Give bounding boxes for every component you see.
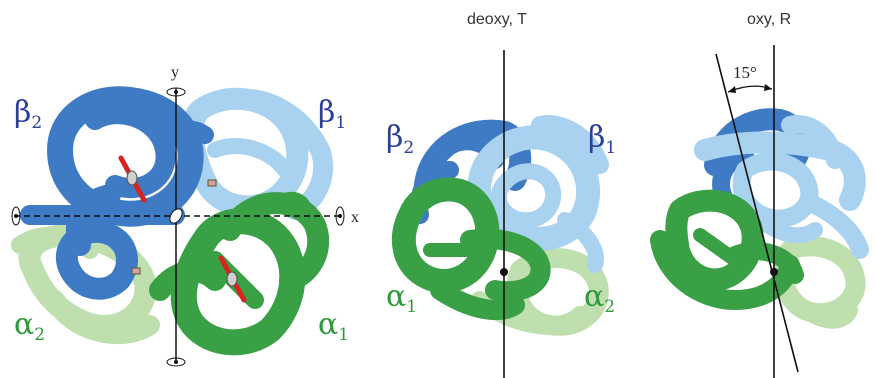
alpha1-subunit-left — [160, 200, 318, 343]
beta2-label-middle: β2 — [386, 120, 414, 158]
middle-panel: deoxy, T β2 β1 α1 — [386, 11, 616, 378]
beta1-subunit-left — [192, 99, 323, 210]
beta2-subunit-left — [30, 99, 205, 288]
beta2-label-left: β2 — [14, 95, 42, 133]
rotation-angle-label: 15° — [733, 63, 757, 82]
alpha2-label-left: α2 — [14, 307, 45, 345]
oxy-title: oxy, R — [747, 11, 791, 28]
left-panel: y x β2 β1 α2 α1 — [12, 64, 359, 366]
y-axis-label: y — [171, 64, 179, 81]
deoxy-title: deoxy, T — [467, 11, 527, 28]
rotation-arrowhead-left — [728, 86, 736, 93]
rotation-arrowhead-right — [764, 84, 772, 91]
beta1-label-left: β1 — [318, 95, 346, 133]
deoxy-center-dot — [500, 268, 508, 276]
alpha2-label-middle: α2 — [584, 279, 615, 317]
x-axis-label: x — [351, 209, 359, 226]
alpha1-label-middle: α1 — [386, 279, 417, 317]
beta1-label-middle: β1 — [588, 120, 616, 158]
alpha1-label-left: α1 — [318, 307, 349, 345]
right-panel: oxy, R 15° — [660, 11, 860, 378]
alpha1-subunit-middle — [404, 189, 541, 310]
oxy-center-dot — [770, 268, 778, 276]
